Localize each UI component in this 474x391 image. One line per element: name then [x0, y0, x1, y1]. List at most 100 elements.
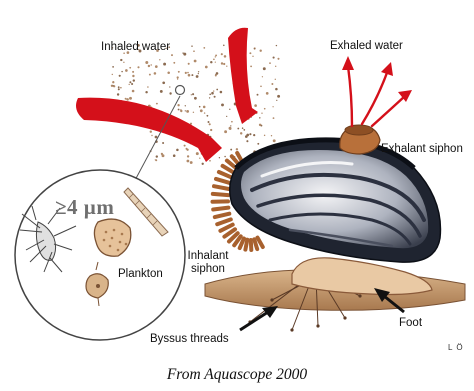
particle: [187, 160, 190, 163]
particle: [177, 76, 179, 78]
particle: [199, 106, 201, 108]
particle: [266, 92, 269, 95]
particle: [223, 63, 225, 65]
particle: [237, 128, 239, 130]
particle: [160, 90, 163, 93]
particle: [155, 65, 158, 68]
particle: [120, 59, 122, 61]
particle: [187, 72, 189, 74]
particle: [230, 125, 231, 126]
particle: [257, 143, 259, 145]
particle: [150, 64, 151, 65]
particle: [254, 48, 255, 49]
siphon-tentacle: [217, 219, 231, 224]
particle: [129, 67, 131, 69]
particle: [190, 161, 193, 164]
particle: [243, 129, 245, 131]
particle: [196, 75, 199, 78]
particle: [119, 75, 121, 77]
particle: [173, 62, 175, 64]
exhaled-water-label: Exhaled water: [330, 40, 403, 53]
particle: [220, 91, 223, 94]
particle: [203, 47, 205, 49]
foot-label: Foot: [399, 317, 422, 330]
particle: [221, 103, 224, 106]
figure-caption: From Aquascope 2000: [0, 366, 474, 384]
particle: [188, 63, 190, 65]
siphon-tentacle: [254, 239, 257, 249]
particle: [224, 55, 227, 58]
particle: [221, 62, 223, 64]
particle: [260, 50, 262, 52]
particle: [191, 94, 192, 95]
particle: [245, 135, 248, 138]
particle: [269, 62, 271, 64]
particle: [226, 66, 227, 67]
particle: [210, 61, 212, 63]
particle: [118, 86, 120, 88]
particle: [185, 105, 186, 106]
particle: [208, 121, 210, 123]
particle: [191, 74, 193, 76]
particle: [154, 72, 157, 75]
siphon-tentacle: [258, 238, 263, 247]
particle: [194, 97, 197, 100]
particle: [240, 132, 242, 134]
particle: [132, 90, 135, 93]
particle: [273, 139, 276, 142]
siphon-tentacle: [213, 208, 228, 210]
particle: [249, 133, 251, 135]
siphon-tentacle: [251, 240, 252, 250]
particle: [250, 65, 252, 67]
inhalant-siphon-label-line2: siphon: [178, 263, 238, 276]
particle: [180, 109, 182, 111]
particle: [202, 163, 204, 165]
siphon-tentacle: [216, 179, 230, 183]
particle: [162, 154, 165, 157]
particle: [203, 106, 206, 109]
particle: [275, 66, 276, 67]
particle: [210, 129, 212, 131]
particle: [129, 81, 131, 83]
particle: [185, 110, 186, 111]
particle: [125, 69, 128, 72]
particle: [182, 52, 183, 53]
particle: [121, 71, 122, 72]
particle: [151, 135, 152, 136]
particle: [259, 124, 261, 126]
particle: [198, 73, 199, 74]
particle: [205, 66, 208, 69]
particle: [216, 89, 218, 91]
particle: [276, 45, 277, 46]
particle: [216, 72, 219, 75]
particle: [133, 79, 135, 81]
siphon-tentacle: [245, 240, 247, 250]
particle: [215, 61, 216, 62]
particle: [117, 93, 119, 95]
particle: [200, 109, 203, 112]
particle: [215, 56, 216, 57]
particle: [113, 85, 114, 86]
particle: [145, 91, 147, 93]
particle: [231, 121, 233, 123]
particle: [230, 149, 232, 151]
particle: [246, 140, 248, 142]
particle: [226, 116, 227, 117]
particle: [177, 104, 179, 106]
particle: [263, 67, 266, 70]
particle: [194, 60, 197, 63]
author-initials: L Ö: [448, 343, 464, 352]
inhalant-siphon-label-line1: Inhalant: [178, 250, 238, 263]
particle: [259, 117, 260, 118]
plankton-label: Plankton: [118, 268, 163, 281]
particle: [261, 113, 262, 114]
particle: [224, 130, 227, 133]
particle: [132, 75, 134, 77]
particle: [118, 88, 120, 90]
exhaled-water-arrows: [348, 66, 405, 126]
particle: [209, 160, 211, 162]
particle: [156, 155, 158, 157]
particle: [178, 71, 180, 73]
particle: [145, 61, 148, 64]
particle: [196, 152, 199, 155]
